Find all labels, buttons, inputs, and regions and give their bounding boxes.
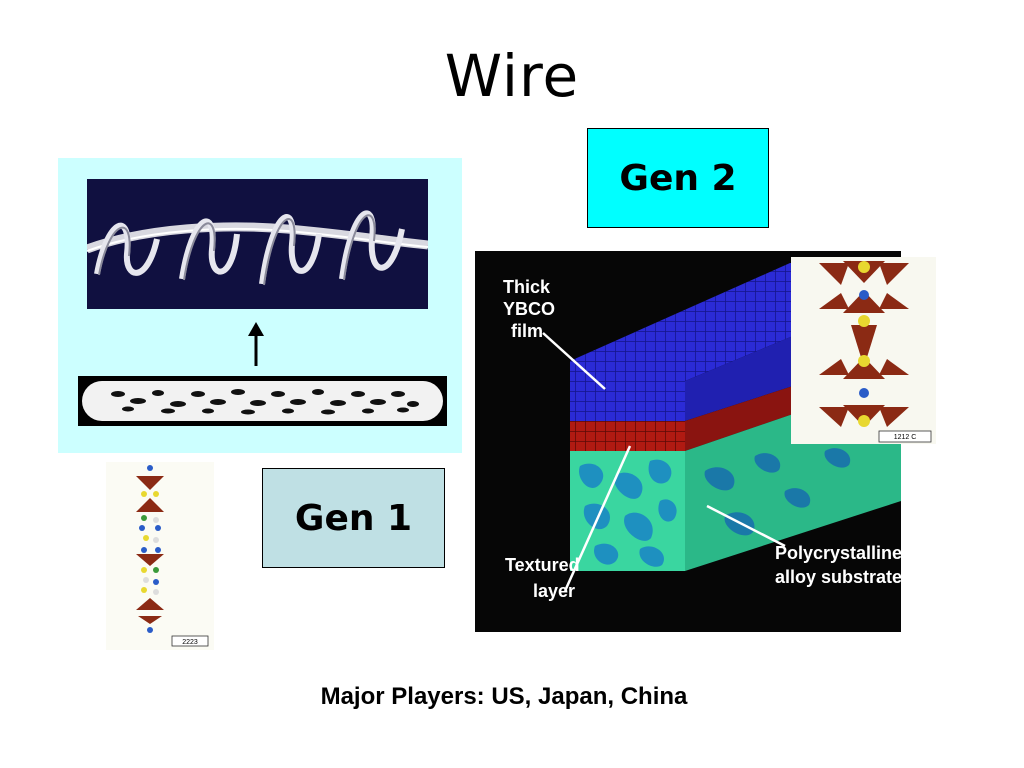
up-arrow-icon [248, 322, 264, 366]
footer-major-players: Major Players: US, Japan, China [320, 683, 688, 710]
label-alloy-substrate: alloy substrate [775, 567, 901, 587]
slide-title: Wire [444, 42, 580, 110]
gen2-label-box: Gen 2 [587, 128, 769, 228]
label-film: film [511, 321, 543, 341]
crystal-tag-left: 2223 [182, 639, 198, 646]
label-polycrystalline: Polycrystalline [775, 543, 901, 563]
crystal-structure-1212-image: 1212 C [791, 257, 936, 444]
tape-cross-section-image [78, 376, 447, 426]
crystal-structure-2223-image: 2223 [106, 462, 214, 650]
gen1-label-box: Gen 1 [262, 468, 445, 568]
label-thick: Thick [503, 277, 551, 297]
gen2-label: Gen 2 [619, 157, 737, 199]
label-textured: Textured [505, 555, 580, 575]
helical-wire-image [87, 179, 428, 309]
label-ybco: YBCO [503, 299, 555, 319]
gen1-label: Gen 1 [294, 497, 413, 539]
label-layer: layer [533, 581, 575, 601]
crystal-tag-right: 1212 C [894, 434, 917, 441]
